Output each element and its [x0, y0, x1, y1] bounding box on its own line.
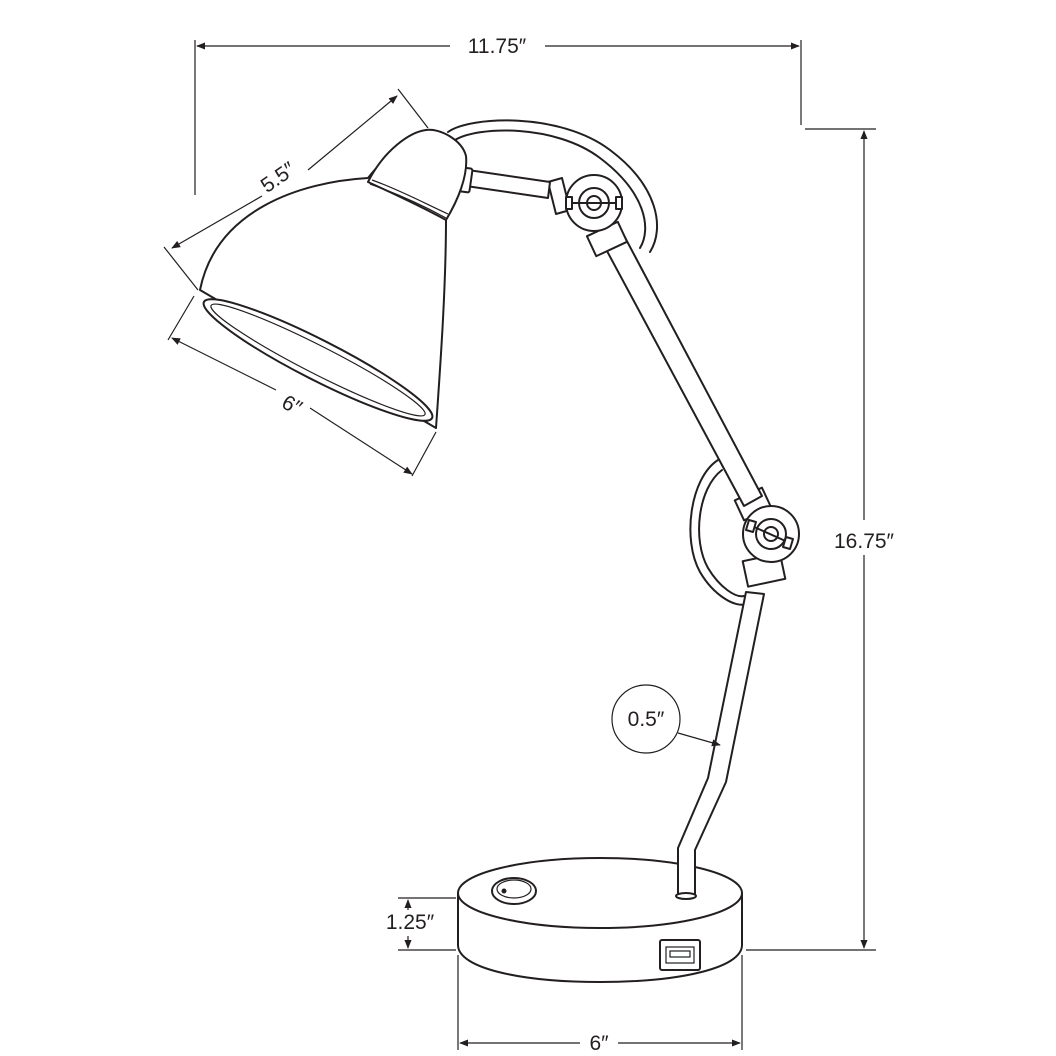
upper-arm — [599, 227, 763, 507]
dimension-base-height: 1.25″ — [386, 897, 456, 951]
lamp-base — [457, 857, 743, 983]
usb-port — [659, 939, 701, 971]
dimension-overall-width: 11.75″ — [194, 35, 802, 195]
power-switch — [491, 877, 537, 905]
arm-diameter-label: 0.5″ — [628, 708, 665, 731]
base-diameter-label: 6″ — [589, 1032, 609, 1055]
lamp-shade — [199, 128, 468, 429]
lamp-illustration — [199, 119, 800, 983]
dimension-arm-diameter: 0.5″ — [611, 684, 721, 754]
dimension-overall-height: 16.75″ — [746, 128, 895, 951]
shade-neck — [458, 166, 551, 199]
overall-height-label: 16.75″ — [834, 530, 895, 553]
arm-diameter-callout-circle — [611, 684, 681, 754]
shade-diameter-label: 6″ — [278, 391, 306, 421]
power-cord-lower — [689, 459, 747, 606]
dimension-base-diameter: 6″ — [457, 955, 743, 1055]
power-cord-upper — [447, 119, 658, 253]
power-cord-upper-inner — [454, 129, 647, 249]
base-height-label: 1.25″ — [386, 911, 435, 934]
lower-stem — [675, 591, 765, 900]
upper-joint — [547, 174, 629, 258]
power-cord-lower-inner — [698, 469, 745, 598]
overall-width-label: 11.75″ — [468, 35, 527, 58]
